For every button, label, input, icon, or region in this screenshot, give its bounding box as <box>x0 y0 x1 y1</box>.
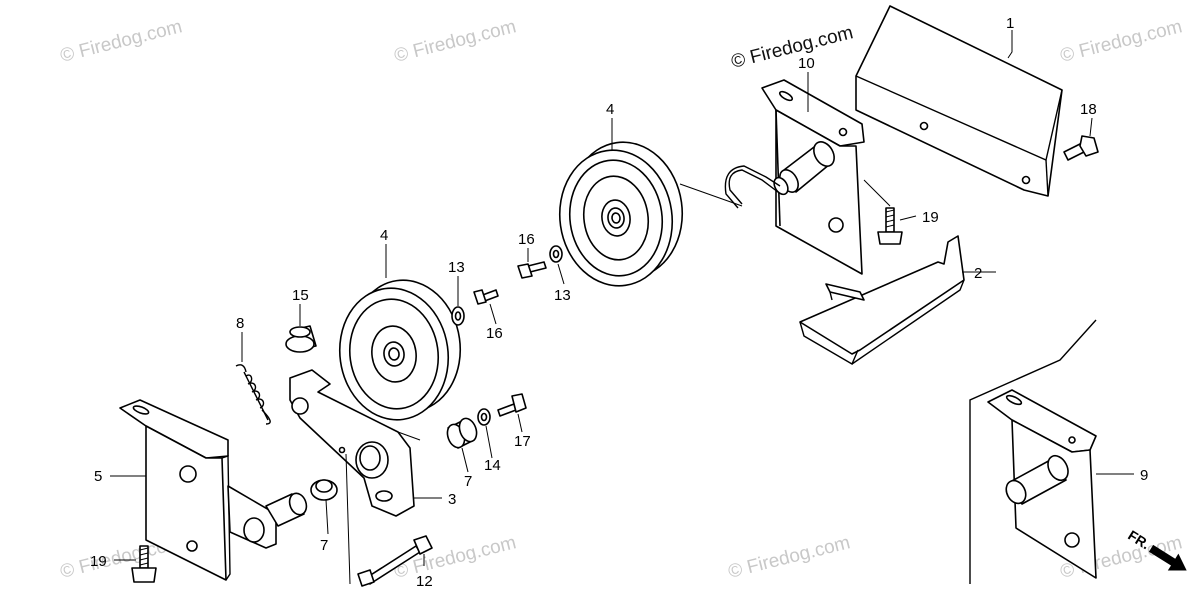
part-9-bracket <box>969 319 1097 584</box>
watermark-copyright: © Firedog.com <box>729 22 855 73</box>
callout-7-left: 7 <box>320 537 328 554</box>
callout-10: 10 <box>798 55 815 72</box>
part-7-collar-right <box>446 417 478 449</box>
callout-4-left: 4 <box>380 227 388 244</box>
callout-19-lower: 19 <box>90 553 107 570</box>
callout-12: 12 <box>416 573 433 590</box>
part-8-spring <box>235 364 271 425</box>
part-12-bolt <box>357 535 433 587</box>
part-1-cover <box>855 5 1063 197</box>
callout-5: 5 <box>94 468 102 485</box>
callout-9: 9 <box>1140 467 1148 484</box>
callout-13-right: 13 <box>554 287 571 304</box>
callout-13-left: 13 <box>448 259 465 276</box>
callout-8: 8 <box>236 315 244 332</box>
callout-19-upper: 19 <box>922 209 939 226</box>
part-2-channel <box>799 235 965 366</box>
callout-labels: 1 2 3 4 4 5 7 7 8 9 10 12 13 13 14 15 16… <box>90 15 1148 590</box>
callout-1: 1 <box>1006 15 1014 32</box>
watermark-top-right: © Firedog.com <box>1058 16 1184 67</box>
part-15-grommet <box>285 325 317 353</box>
part-18-bolt <box>1063 135 1099 161</box>
callout-18: 18 <box>1080 101 1097 118</box>
part-10-bracket <box>679 79 865 275</box>
watermark-top-left: © Firedog.com <box>58 16 184 67</box>
watermark-top-center: © Firedog.com <box>392 16 518 67</box>
part-5-bracket <box>119 399 308 581</box>
callout-17: 17 <box>514 433 531 450</box>
callout-15: 15 <box>292 287 309 304</box>
part-3-arm <box>289 369 421 585</box>
callout-14: 14 <box>484 457 501 474</box>
part-16-bolt-right <box>517 261 547 279</box>
part-7-collar-left <box>310 479 338 501</box>
leader-lines <box>110 30 1134 566</box>
callout-16-left: 16 <box>486 325 503 342</box>
part-14-washer <box>477 408 491 426</box>
part-16-bolt-left <box>473 289 499 305</box>
part-4-pulley-right <box>558 141 684 287</box>
callout-16-right: 16 <box>518 231 535 248</box>
part-13-washer-right <box>549 245 563 263</box>
callout-2: 2 <box>974 265 982 282</box>
part-4-pulley-left <box>338 279 462 421</box>
callout-4-right: 4 <box>606 101 614 118</box>
part-17-bolt <box>497 393 527 417</box>
part-19-bolt-lower <box>131 545 157 583</box>
callout-7-right: 7 <box>464 473 472 490</box>
part-19-bolt-upper <box>863 179 903 245</box>
watermark-bottom-right: © Firedog.com <box>726 532 852 583</box>
callout-3: 3 <box>448 491 456 508</box>
part-13-washer-left <box>451 306 465 326</box>
